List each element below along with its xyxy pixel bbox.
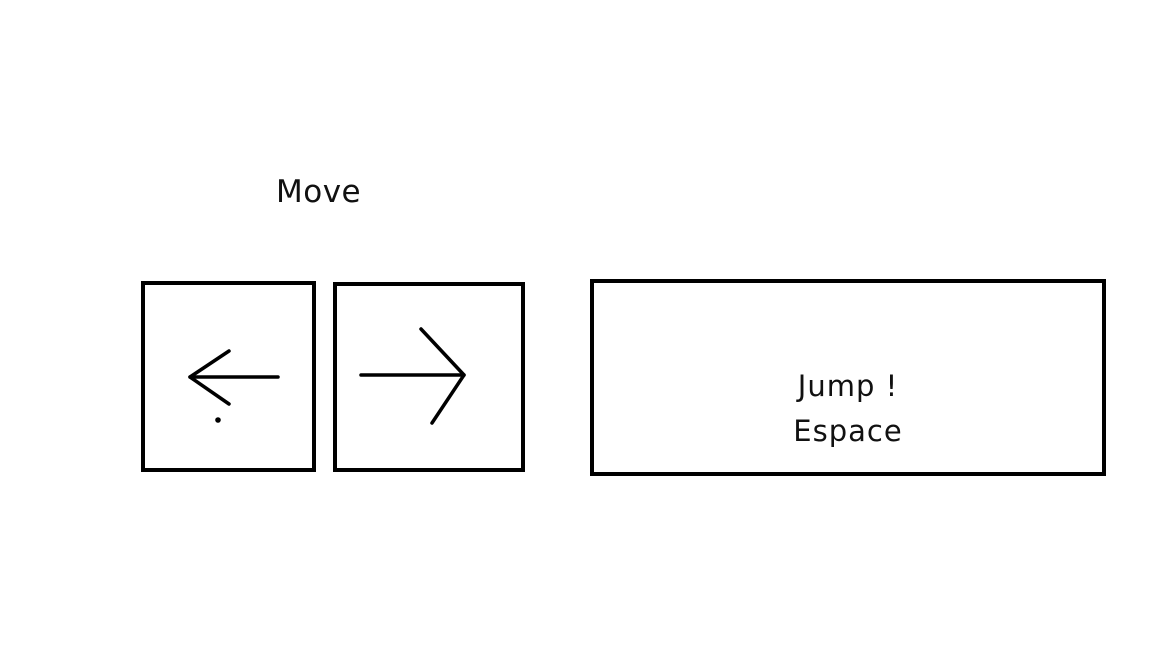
space-key-label: Espace: [793, 414, 903, 448]
arrow-left-icon: [188, 349, 280, 423]
jump-space-key[interactable]: Jump ! Espace: [590, 279, 1106, 476]
move-label: Move: [276, 174, 362, 210]
left-arrow-key[interactable]: [141, 281, 316, 472]
jump-key-label: Jump ! Espace: [594, 364, 1102, 454]
right-arrow-key[interactable]: [333, 282, 525, 472]
jump-action-label: Jump !: [797, 369, 899, 403]
arrow-right-icon: [359, 327, 466, 425]
